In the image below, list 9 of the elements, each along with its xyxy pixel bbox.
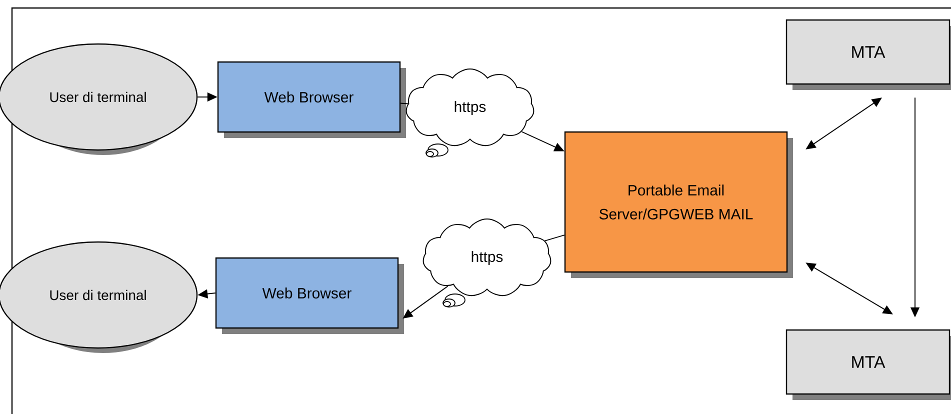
thought-cloud: https: [422, 218, 552, 308]
mta-box: MTA: [786, 19, 951, 90]
mta-box: MTA: [786, 329, 951, 400]
browser-box: Web Browser: [215, 257, 404, 334]
connector-line: [400, 102, 408, 104]
browser-box: Web Browser: [217, 61, 406, 138]
thought-cloud: https: [406, 68, 534, 158]
server-box: Portable Email Server/GPGWEB MAIL: [564, 131, 793, 278]
connector-line: [544, 234, 565, 242]
